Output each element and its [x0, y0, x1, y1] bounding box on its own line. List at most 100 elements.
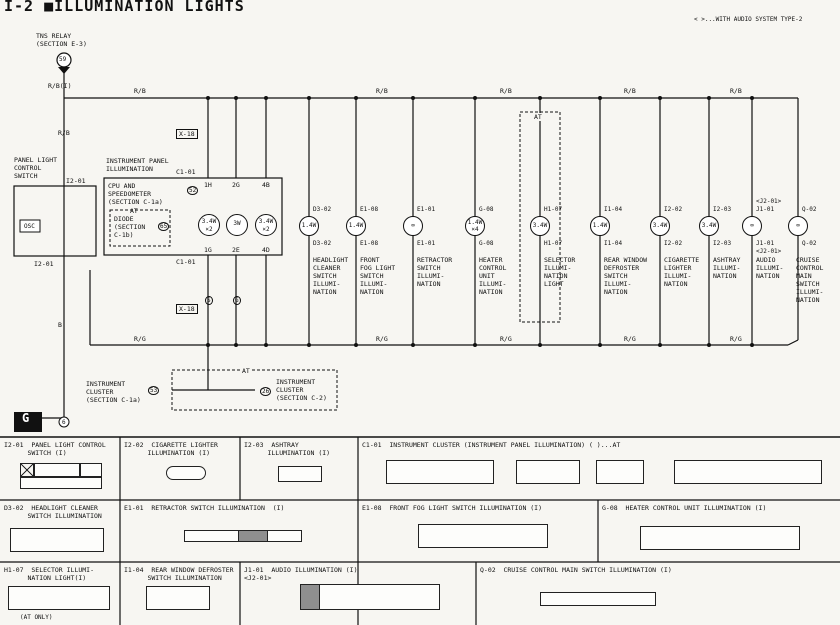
- ip-pin-bot-3: 4D: [262, 246, 270, 254]
- lamp-description-line: NATION: [417, 280, 441, 288]
- instrument-panel-label-1: INSTRUMENT PANEL: [106, 157, 169, 165]
- lamp-description-line: HEADLIGHT: [313, 256, 349, 264]
- lamp-description-line: NATION: [479, 288, 503, 296]
- wire-label: R/G: [134, 335, 146, 343]
- wire-label: R/B: [376, 87, 388, 95]
- diode-at-label: AT: [130, 207, 138, 215]
- cluster-left-3: (SECTION C-1a): [86, 396, 141, 404]
- pin-cell: [34, 463, 80, 477]
- lamp-description-line: FRONT: [360, 256, 380, 264]
- lamp-bulb: 1.4W: [590, 216, 610, 236]
- lamp-bulb: ∞: [788, 216, 808, 236]
- pin-cell: [146, 586, 210, 610]
- lamp-bulb: 3.4W: [699, 216, 719, 236]
- lamp-description-line: MAIN: [796, 272, 812, 280]
- tns-relay-pin: 59: [59, 56, 67, 63]
- lamp-description-line: DEFROSTER: [604, 264, 640, 272]
- lamp-description-line: SWITCH: [417, 264, 441, 272]
- conn-e101-title: E1-01 RETRACTOR SWITCH ILLUMINATION (I): [124, 504, 285, 512]
- lamp-description-line: NATION: [604, 288, 628, 296]
- ip-bulb-2: 3W: [226, 214, 248, 236]
- lamp-description-line: ILLUMI-: [604, 280, 632, 288]
- lamp-description-line: NATION: [360, 288, 384, 296]
- ip-pin-top-1: 1H: [204, 181, 212, 189]
- diode-label-2: (SECTION: [114, 223, 146, 231]
- panel-switch-label-1: PANEL LIGHT: [14, 156, 58, 164]
- lamp-description-line: HEATER: [479, 256, 503, 264]
- lamp-description-line: LIGHT: [544, 280, 564, 288]
- cluster-left-1: INSTRUMENT: [86, 380, 126, 388]
- cpu-label-3: (SECTION C-1a): [108, 198, 163, 206]
- marker-g: G: [233, 296, 241, 305]
- cpu-label-2: SPEEDOMETER: [108, 190, 152, 198]
- diode-pin: 65: [158, 222, 170, 231]
- lamp-description-line: ILLUMI-: [313, 280, 341, 288]
- lamp-description-line: LIGHTER: [664, 264, 692, 272]
- lamp-description-line: SWITCH: [313, 272, 337, 280]
- lamp-description-line: ILLUMI-: [756, 264, 784, 272]
- conn-e108-title: E1-08 FRONT FOG LIGHT SWITCH ILLUMINATIO…: [362, 504, 543, 512]
- lamp-connector-top: I1-04: [604, 206, 623, 213]
- pin-cell: [8, 586, 110, 610]
- lamp-description-line: NATION: [664, 280, 688, 288]
- lamp-connector-top: H1-07: [544, 206, 563, 213]
- wire-label: R/G: [730, 335, 742, 343]
- ip-pin-bot-2: 2E: [232, 246, 240, 254]
- lamp-description-line: SELECTOR: [544, 256, 576, 264]
- lamp-connector-top: J1-01: [756, 206, 775, 213]
- wire-label: R/B: [624, 87, 636, 95]
- lamp-connector-bottom: E1-01: [417, 240, 436, 247]
- lamp-connector-top: I2-02: [664, 206, 683, 213]
- pin-cell: [674, 460, 822, 484]
- lamp-description-line: CONTROL: [796, 264, 824, 272]
- cluster-left-pin: 53: [148, 386, 160, 395]
- cluster-right-3: (SECTION C-2): [276, 394, 327, 402]
- ip-pin-top-2: 2G: [232, 181, 240, 189]
- cluster-right-1: INSTRUMENT: [276, 378, 316, 386]
- pin-cell: [516, 460, 580, 484]
- lamp-description-line: SWITCH: [796, 280, 820, 288]
- lamp-description-line: ILLUMI-: [713, 264, 741, 272]
- ground-label: G: [22, 411, 30, 425]
- lamp-description-line: CONTROL: [479, 264, 507, 272]
- pin-cell: [386, 460, 494, 484]
- top-wire-color: R/B(I): [48, 82, 72, 90]
- ip-bulb-3: 3.4W ×2: [255, 214, 277, 236]
- lamp-bulb: 1.4W: [299, 216, 319, 236]
- conn-h107-note: (AT ONLY): [20, 614, 53, 621]
- lamp-description-line: AUDIO: [756, 256, 776, 264]
- pin-cell: [596, 460, 644, 484]
- lamp-description-line: ILLUMI-: [479, 280, 507, 288]
- pin-cell: [640, 526, 800, 550]
- lamp-description-line: CRUISE: [796, 256, 820, 264]
- panel-switch-conn-top: I2-01: [66, 177, 86, 185]
- lamp-description-line: NATION: [544, 272, 568, 280]
- wire-label: R/B: [58, 129, 70, 137]
- conn-q02-title: Q-02 CRUISE CONTROL MAIN SWITCH ILLUMINA…: [480, 566, 672, 574]
- tns-relay-ref: (SECTION E-3): [36, 40, 87, 48]
- wire-label: R/G: [624, 335, 636, 343]
- cluster-right-pin: 26: [260, 387, 272, 396]
- pin-cell: [300, 584, 440, 610]
- lamp-description-line: ILLUMI-: [417, 272, 445, 280]
- lamp-connector-bottom: H1-07: [544, 240, 563, 247]
- osc-label: OSC: [24, 223, 35, 230]
- lamp-connector-top: G-08: [479, 206, 494, 213]
- conn-i104-title: I1-04 REAR WINDOW DEFROSTER SWITCH ILLUM…: [124, 566, 234, 582]
- pin-cell: [80, 463, 102, 477]
- x18-connector-top: X-18: [176, 129, 198, 139]
- cluster-at-label: AT: [240, 367, 252, 375]
- cpu-label-1: CPU AND: [108, 182, 136, 190]
- lamp-connector-bottom: G-08: [479, 240, 494, 247]
- x18-connector-bottom: X-18: [176, 304, 198, 314]
- conn-g08-title: G-08 HEATER CONTROL UNIT ILLUMINATION (I…: [602, 504, 767, 512]
- panel-switch-conn-bot: I2-01: [34, 260, 54, 268]
- lamp-connector-top: E1-01: [417, 206, 436, 213]
- lamp-connector-bottom: I2-03: [713, 240, 732, 247]
- lamp-alt-connector: <J2-01>: [756, 248, 782, 255]
- instrument-panel-label-2: ILLUMINATION: [106, 165, 153, 173]
- pin-cell: [238, 530, 268, 542]
- wire-label: R/B: [730, 87, 742, 95]
- lamp-description-line: ILLUMI-: [360, 280, 388, 288]
